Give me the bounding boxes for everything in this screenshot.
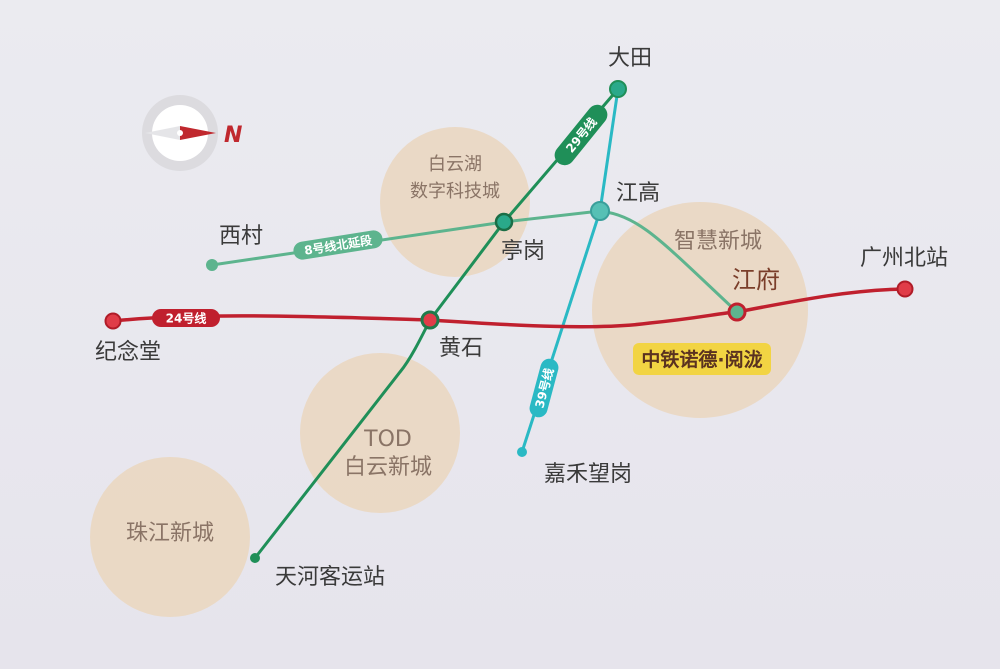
highlight-project-label: 中铁诺德·阅泷	[633, 343, 771, 375]
svg-text:江高: 江高	[616, 181, 660, 206]
svg-text:嘉禾望岗: 嘉禾望岗	[544, 462, 632, 487]
station-huangshi: 黄石	[420, 310, 483, 361]
zone-zhujiang-label: 珠江新城	[126, 521, 214, 546]
station-tinggang: 亭岗	[494, 212, 545, 264]
line-39-badge: 39号线	[529, 358, 559, 418]
zone-tod-label-2: 白云新城	[344, 455, 432, 480]
compass-north-arrow-icon: N	[142, 95, 242, 171]
svg-text:广州北站: 广州北站	[860, 246, 948, 271]
svg-text:中铁诺德·阅泷: 中铁诺德·阅泷	[641, 348, 762, 371]
zone-zhihui-label: 智慧新城	[674, 229, 762, 254]
station-datian: 大田	[608, 46, 652, 98]
svg-text:天河客运站: 天河客运站	[275, 565, 385, 590]
station-jiahe: 嘉禾望岗	[517, 447, 632, 487]
line-24: 24号线	[112, 287, 906, 329]
station-jiangfu: 江府	[727, 266, 780, 322]
zone-tod-label-1: TOD	[363, 427, 412, 452]
station-tianhe-bus: 天河客运站	[250, 553, 385, 590]
station-jianggao: 江高	[590, 181, 660, 221]
station-xicun: 西村	[206, 224, 263, 271]
svg-text:大田: 大田	[608, 46, 652, 71]
svg-text:黄石: 黄石	[439, 336, 483, 361]
svg-text:24号线: 24号线	[166, 311, 207, 326]
svg-text:江府: 江府	[732, 266, 780, 294]
zone-baiyunhu-label-2: 数字科技城	[410, 181, 500, 202]
svg-text:亭岗: 亭岗	[501, 239, 545, 264]
station-guangzhou-north: 广州北站	[860, 246, 948, 298]
svg-text:纪念堂: 纪念堂	[95, 340, 161, 365]
compass-n-label: N	[224, 123, 242, 148]
zone-baiyunhu-label-1: 白云湖	[428, 154, 482, 175]
station-jiniantang: 纪念堂	[95, 312, 161, 365]
zone-zhujiang	[90, 457, 250, 617]
svg-text:西村: 西村	[219, 224, 263, 249]
line-29-badge: 29号线	[554, 104, 608, 166]
line-24-badge: 24号线	[152, 309, 220, 327]
zone-tod	[300, 353, 460, 513]
line-8-badge: 8号线北延段	[293, 230, 383, 260]
